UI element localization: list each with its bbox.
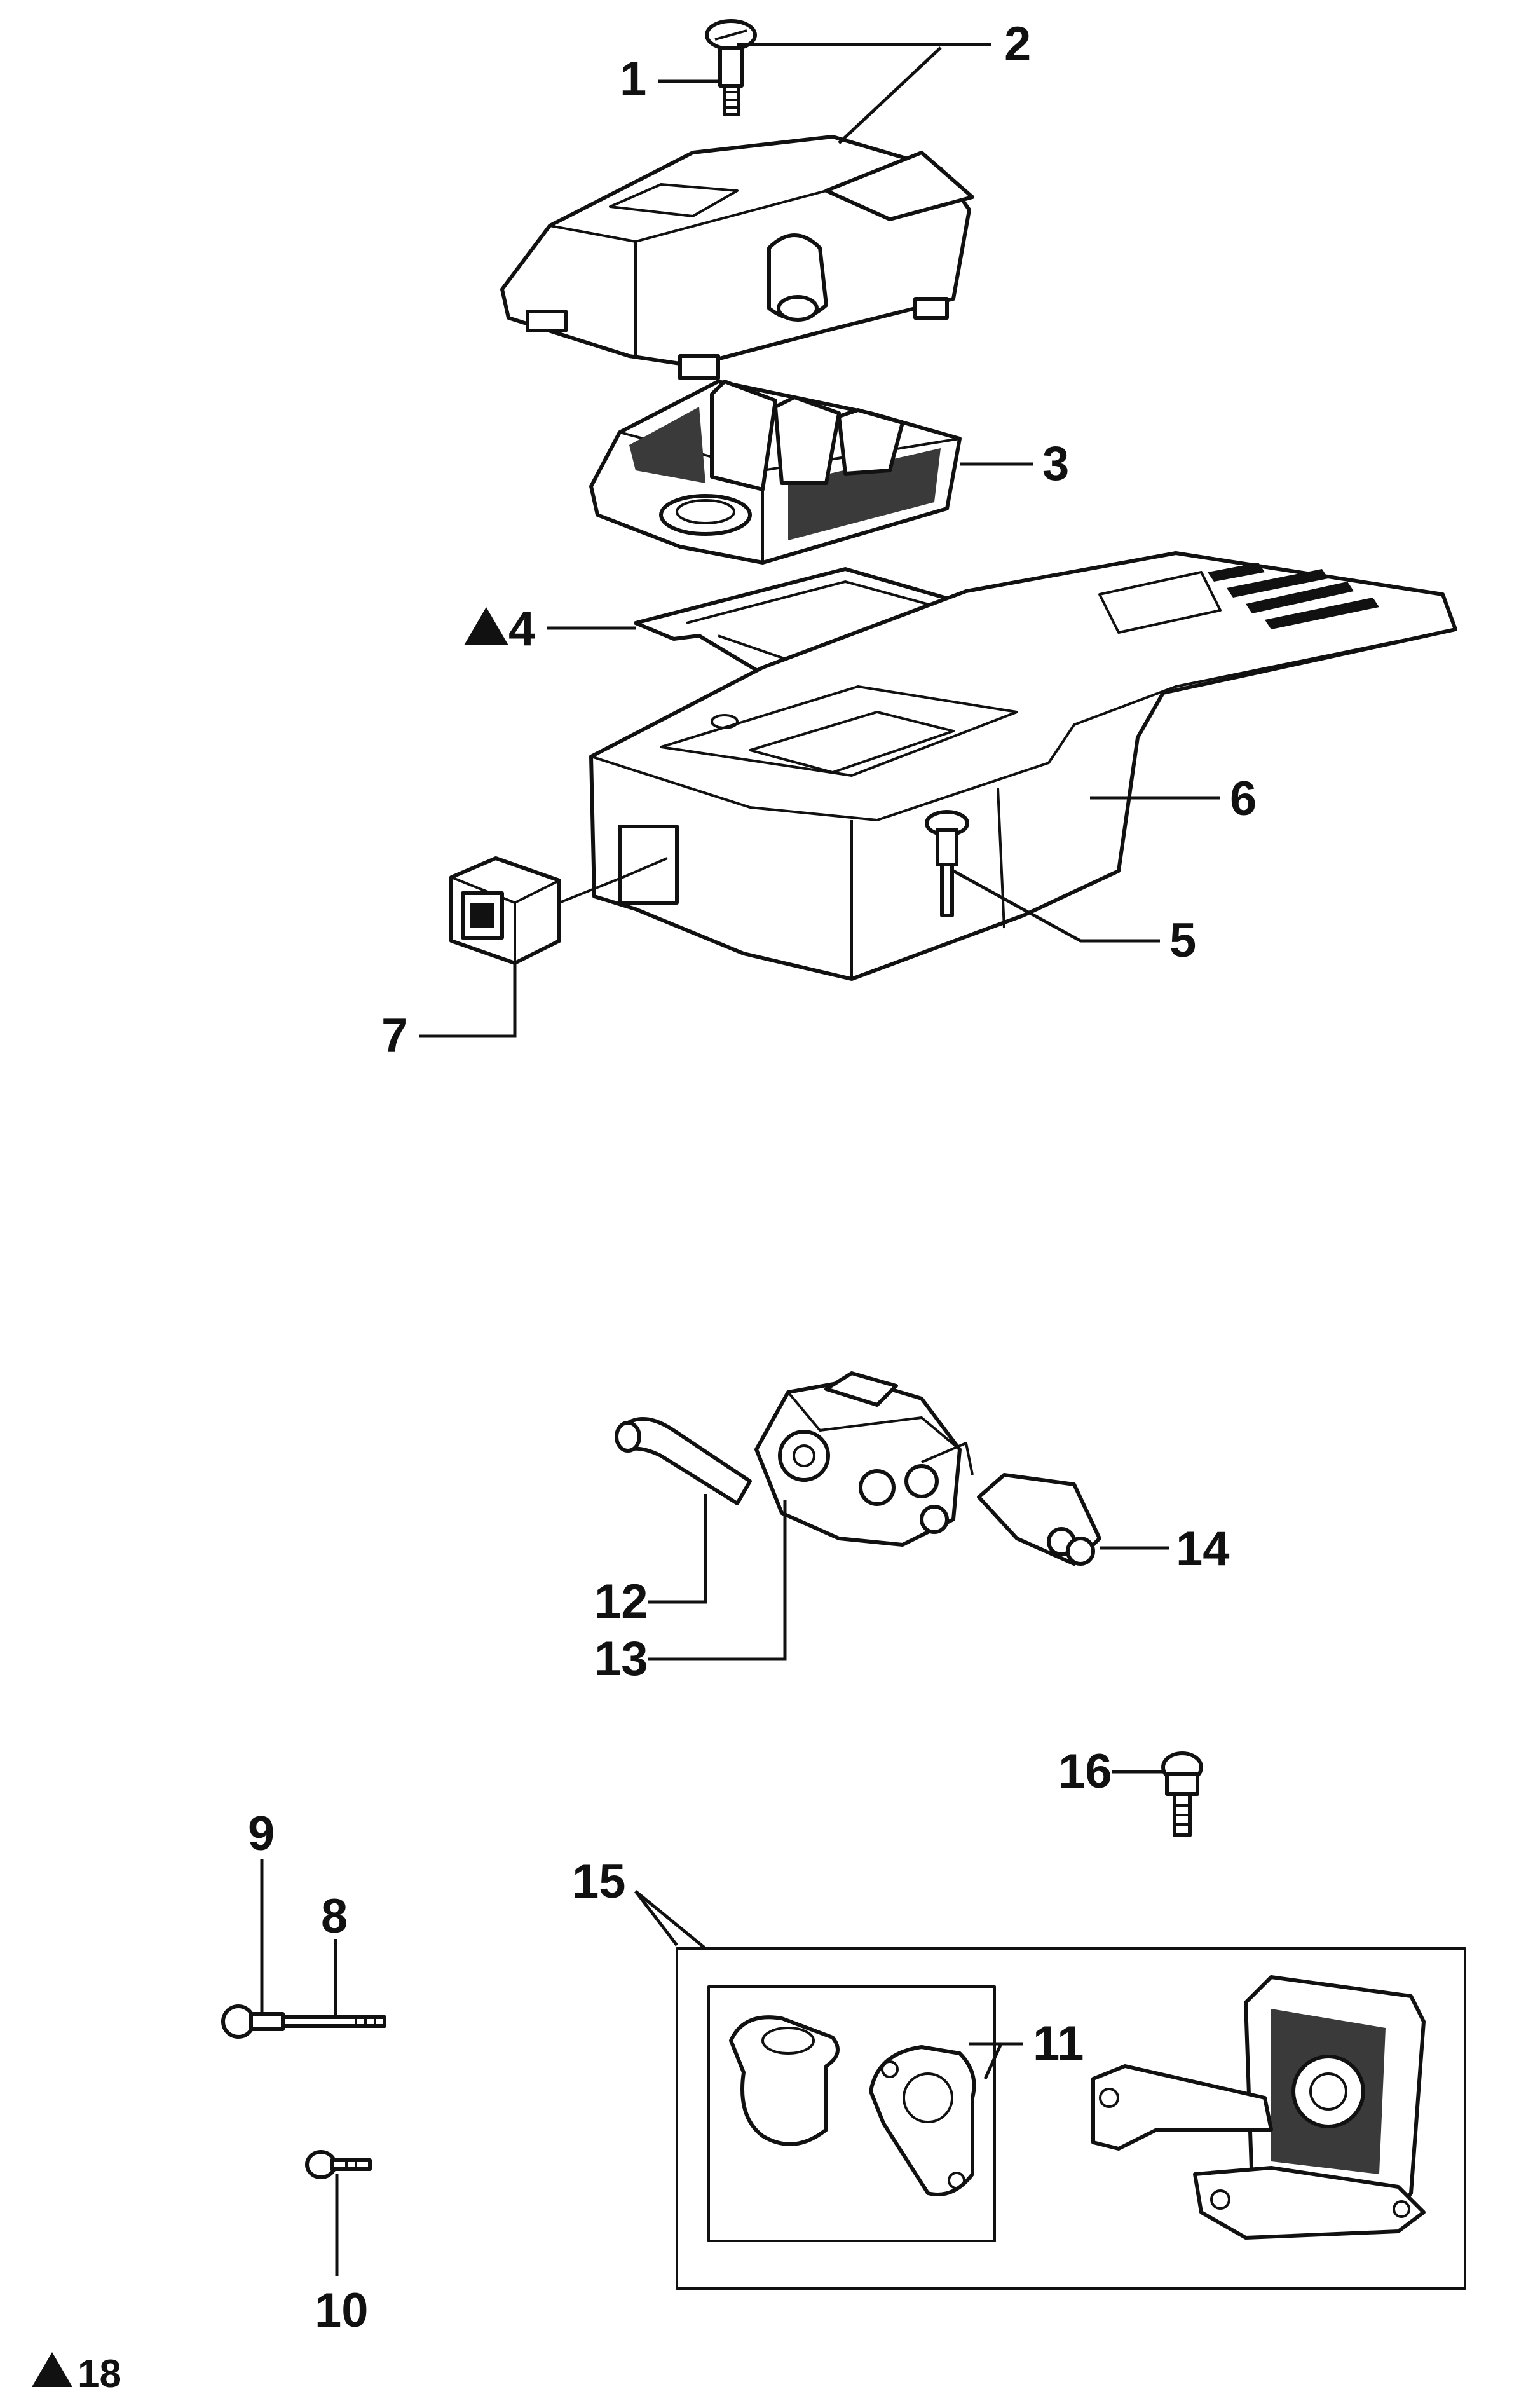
- part-1-screw: [705, 19, 757, 116]
- part-14-boot: [977, 1473, 1101, 1566]
- callout-5: 5: [1169, 914, 1196, 968]
- callout-14: 14: [1176, 1522, 1230, 1576]
- leader-lines: [260, 43, 1220, 2276]
- kit-15-frame: [676, 1947, 1466, 2290]
- callout-9: 9: [248, 1807, 275, 1861]
- callout-8: 8: [321, 1889, 348, 1943]
- callout-4-triangle-marker: [464, 607, 508, 645]
- callout-3: 3: [1042, 437, 1069, 491]
- part-7-switch: [449, 856, 668, 965]
- footer-note: 18: [32, 2352, 121, 2396]
- part-15-manifold: [1091, 1975, 1426, 2240]
- part-16-screw: [1161, 1751, 1203, 1837]
- callout-15: 15: [572, 1854, 626, 1908]
- callout-12: 12: [594, 1575, 648, 1629]
- part-2-filter-cover: [500, 135, 974, 380]
- footer-note-label: 18: [78, 2352, 121, 2396]
- part-10-screw: [305, 2150, 372, 2179]
- part-3-filter-element: [589, 380, 962, 565]
- part-5-screw: [925, 810, 969, 917]
- callout-10: 10: [315, 2283, 369, 2338]
- part-13-carburetor: [754, 1371, 974, 1547]
- callout-4: 4: [508, 602, 535, 656]
- part-12-hose: [615, 1417, 752, 1505]
- part-8-9-bolt: [221, 2004, 386, 2039]
- part-6-housing: [589, 551, 1457, 981]
- footer-triangle-marker: [32, 2352, 72, 2387]
- callout-11: 11: [1033, 2016, 1084, 2071]
- callout-1: 1: [620, 52, 646, 106]
- part-11-seals: [729, 2015, 976, 2196]
- callout-6: 6: [1230, 772, 1257, 826]
- callout-16: 16: [1058, 1744, 1112, 1798]
- callout-13: 13: [594, 1632, 648, 1686]
- callout-7: 7: [381, 1009, 408, 1063]
- callout-labels: 1 2 3 4 5 6 7 8 9 10 11 12 13 14 15 16: [248, 17, 1257, 2338]
- callout-2: 2: [1004, 17, 1031, 71]
